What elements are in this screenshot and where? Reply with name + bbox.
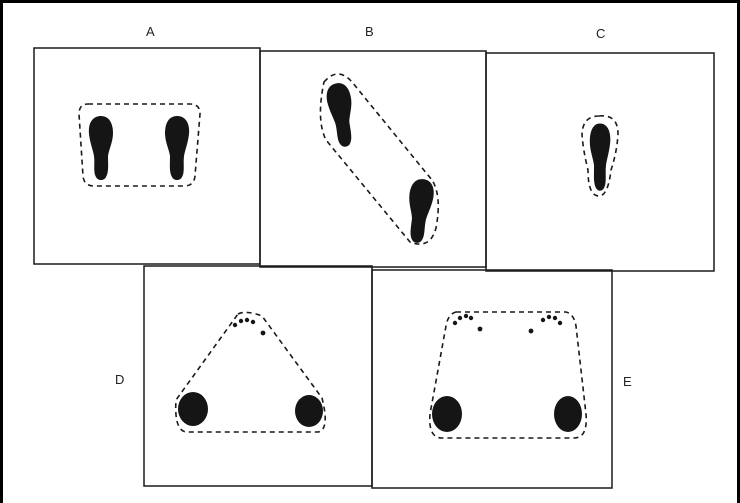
knee-print-left-d	[178, 392, 208, 426]
panel-b-box	[260, 51, 486, 267]
panel-d-content	[176, 312, 325, 432]
fingertips-left-e	[453, 314, 483, 332]
knee-print-left-e	[432, 396, 462, 432]
fingertips-right-e	[529, 315, 563, 334]
panel-c-content	[582, 116, 618, 196]
panel-e-box	[372, 270, 612, 488]
footprint-left-b	[325, 82, 358, 149]
knee-print-right-e	[554, 396, 582, 432]
panel-a-box	[34, 48, 260, 264]
footprint-right-b	[405, 178, 436, 244]
footprint-right-a	[165, 116, 189, 180]
panel-e-content	[430, 312, 587, 438]
footprint-single-c	[590, 124, 611, 191]
panel-b-content	[320, 74, 438, 244]
panel-a-content	[79, 104, 200, 186]
fingertips-d	[233, 318, 266, 336]
knee-print-right-d	[295, 395, 323, 427]
footprint-left-a	[89, 116, 113, 180]
panel-d-box	[144, 266, 372, 486]
